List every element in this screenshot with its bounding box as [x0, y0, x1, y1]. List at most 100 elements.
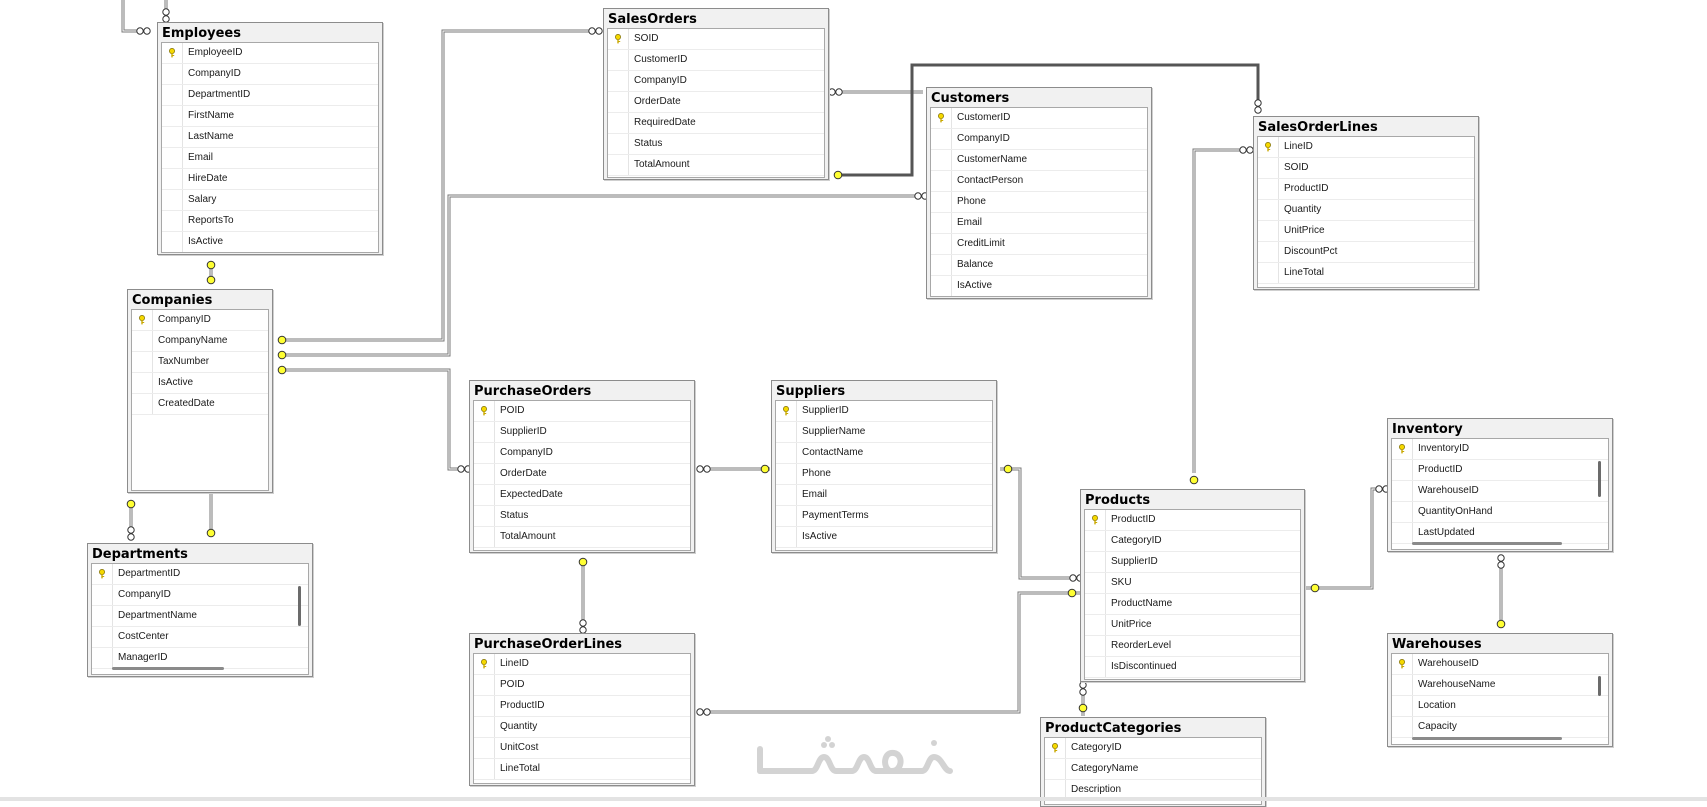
column-row[interactable]: CompanyID: [92, 585, 308, 606]
row-selector[interactable]: [474, 464, 495, 484]
row-selector[interactable]: [162, 43, 183, 63]
column-row[interactable]: CompanyID: [162, 64, 378, 85]
column-row[interactable]: Status: [608, 134, 824, 155]
column-row[interactable]: CompanyID: [608, 71, 824, 92]
vertical-scrollbar[interactable]: [1596, 656, 1604, 742]
row-selector[interactable]: [132, 394, 153, 414]
table-title[interactable]: PurchaseOrderLines: [474, 637, 623, 652]
column-row[interactable]: TaxNumber: [132, 352, 268, 373]
row-selector[interactable]: [474, 696, 495, 716]
row-selector[interactable]: [931, 255, 952, 275]
column-row[interactable]: CustomerName: [931, 150, 1147, 171]
column-row[interactable]: ProductID: [1258, 179, 1474, 200]
row-selector[interactable]: [1392, 439, 1413, 459]
row-selector[interactable]: [92, 606, 113, 626]
table-title[interactable]: SalesOrders: [608, 12, 697, 27]
row-selector[interactable]: [931, 150, 952, 170]
column-row[interactable]: Location: [1392, 696, 1608, 717]
row-selector[interactable]: [474, 401, 495, 421]
row-selector[interactable]: [132, 373, 153, 393]
column-row[interactable]: ExpectedDate: [474, 485, 690, 506]
column-row[interactable]: SupplierName: [776, 422, 992, 443]
row-selector[interactable]: [1085, 510, 1106, 530]
row-selector[interactable]: [162, 232, 183, 252]
table-title[interactable]: Employees: [162, 26, 241, 41]
column-row[interactable]: Balance: [931, 255, 1147, 276]
horizontal-scrollbar[interactable]: [1412, 736, 1572, 742]
column-row[interactable]: IsActive: [162, 232, 378, 252]
column-row[interactable]: LastName: [162, 127, 378, 148]
table-title[interactable]: PurchaseOrders: [474, 384, 592, 399]
row-selector[interactable]: [931, 192, 952, 212]
row-selector[interactable]: [931, 108, 952, 128]
column-row[interactable]: RequiredDate: [608, 113, 824, 134]
row-selector[interactable]: [162, 127, 183, 147]
column-row[interactable]: DepartmentName: [92, 606, 308, 627]
row-selector[interactable]: [1085, 531, 1106, 551]
row-selector[interactable]: [162, 211, 183, 231]
column-row[interactable]: Phone: [776, 464, 992, 485]
row-selector[interactable]: [1258, 158, 1279, 178]
column-row[interactable]: CustomerID: [608, 50, 824, 71]
row-selector[interactable]: [1258, 221, 1279, 241]
column-row[interactable]: ProductID: [474, 696, 690, 717]
row-selector[interactable]: [474, 485, 495, 505]
column-row[interactable]: LineID: [1258, 137, 1474, 158]
row-selector[interactable]: [1258, 137, 1279, 157]
row-selector[interactable]: [608, 29, 629, 49]
column-row[interactable]: DiscountPct: [1258, 242, 1474, 263]
relationship-line-employees-self[interactable]: [121, 0, 150, 33]
column-row[interactable]: CompanyName: [132, 331, 268, 352]
column-row[interactable]: ProductID: [1085, 510, 1300, 531]
row-selector[interactable]: [776, 443, 797, 463]
row-selector[interactable]: [92, 648, 113, 668]
column-row[interactable]: ReorderLevel: [1085, 636, 1300, 657]
scroll-thumb[interactable]: [1412, 542, 1562, 545]
horizontal-scrollbar[interactable]: [1412, 541, 1572, 547]
column-row[interactable]: CategoryID: [1085, 531, 1300, 552]
table-title[interactable]: Warehouses: [1392, 637, 1482, 652]
column-row[interactable]: Email: [162, 148, 378, 169]
row-selector[interactable]: [776, 464, 797, 484]
column-row[interactable]: WarehouseName: [1392, 675, 1608, 696]
row-selector[interactable]: [1392, 654, 1413, 674]
row-selector[interactable]: [931, 213, 952, 233]
row-selector[interactable]: [1045, 759, 1066, 779]
column-row[interactable]: PaymentTerms: [776, 506, 992, 527]
table-title[interactable]: SalesOrderLines: [1258, 120, 1378, 135]
column-row[interactable]: HireDate: [162, 169, 378, 190]
row-selector[interactable]: [162, 64, 183, 84]
row-selector[interactable]: [1392, 502, 1413, 522]
relationship-line-products-inventory[interactable]: [1306, 487, 1387, 590]
row-selector[interactable]: [608, 113, 629, 133]
row-selector[interactable]: [162, 148, 183, 168]
column-row[interactable]: OrderDate: [474, 464, 690, 485]
column-row[interactable]: QuantityOnHand: [1392, 502, 1608, 523]
row-selector[interactable]: [132, 352, 153, 372]
row-selector[interactable]: [474, 422, 495, 442]
relationship-line-products-purchaseorderlines[interactable]: [700, 591, 1080, 714]
column-row[interactable]: WarehouseID: [1392, 654, 1608, 675]
row-selector[interactable]: [132, 331, 153, 351]
row-selector[interactable]: [608, 92, 629, 112]
column-row[interactable]: CostCenter: [92, 627, 308, 648]
table-title[interactable]: Suppliers: [776, 384, 846, 399]
row-selector[interactable]: [1045, 780, 1066, 800]
horizontal-scrollbar[interactable]: [112, 666, 234, 672]
bottom-scrollbar-track[interactable]: [0, 797, 1707, 801]
row-selector[interactable]: [1392, 460, 1413, 480]
relationship-line-suppliers-products[interactable]: [1000, 467, 1080, 580]
row-selector[interactable]: [1085, 594, 1106, 614]
column-row[interactable]: ContactName: [776, 443, 992, 464]
